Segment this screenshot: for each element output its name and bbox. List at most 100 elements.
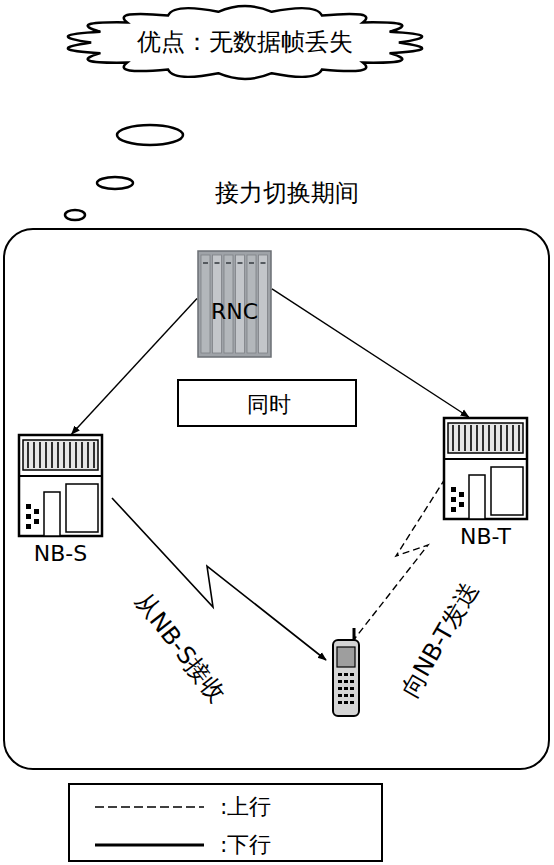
vent-slat — [51, 442, 53, 468]
process-box: 同时 — [177, 379, 357, 427]
phone-screen — [337, 647, 355, 667]
station-cabinet — [19, 435, 102, 536]
vent-slat — [57, 442, 59, 468]
legend-text: :下行 — [220, 832, 271, 858]
vent-slat — [33, 442, 35, 468]
legend-line — [95, 844, 204, 847]
rnc-equipment: RNC — [197, 250, 272, 358]
vent-slat — [87, 442, 89, 468]
phone-key — [350, 694, 354, 697]
rack-led — [203, 262, 208, 264]
handover-frame-label: 接力切换期间 — [215, 180, 359, 206]
cabinet-knob — [26, 524, 31, 529]
thought-bubble — [97, 177, 133, 189]
signal-label: 从NB-S接收 — [129, 589, 230, 708]
phone-key — [350, 687, 354, 690]
thought-cloud-label: 优点：无数据帧丢失 — [62, 3, 428, 82]
thought-cloud: 优点：无数据帧丢失 — [62, 3, 428, 82]
phone-keypad — [338, 673, 354, 704]
mobile-phone — [333, 628, 359, 716]
signal-label: 向NB-T发送 — [397, 578, 484, 702]
cabinet-knob — [451, 497, 456, 502]
phone-key — [350, 701, 354, 704]
legend-sample — [92, 797, 207, 817]
phone-key — [344, 687, 348, 690]
legend-line — [95, 806, 204, 808]
vent-slat — [500, 425, 502, 451]
vent-slat — [75, 442, 77, 468]
rack-body — [198, 251, 271, 357]
base-station-label: NB-S — [14, 542, 107, 566]
phone-key — [344, 673, 348, 676]
phone-key — [350, 680, 354, 683]
rack-panel — [201, 255, 210, 353]
cabinet-knob — [451, 507, 456, 512]
cabinet-knob — [34, 509, 39, 514]
base-station-label: NB-T — [439, 525, 532, 549]
cabinet-knob — [34, 519, 39, 524]
rack-led — [249, 262, 254, 264]
vent-slat — [39, 442, 41, 468]
vent-slat — [464, 425, 466, 451]
cabinet-knob — [451, 487, 456, 492]
vent-slat — [494, 425, 496, 451]
downlink-bolt — [112, 498, 326, 660]
phone-body — [333, 640, 359, 716]
connector-arrow — [272, 289, 469, 417]
vent-slat — [506, 425, 508, 451]
vent-slat — [45, 442, 47, 468]
handover-frame: 接力切换期间RNC同时NB-SNB-T — [3, 228, 550, 770]
thought-bubble — [117, 125, 183, 145]
station-icon — [19, 435, 102, 536]
rack-led — [226, 262, 231, 264]
rack-led — [261, 262, 266, 264]
phone-key — [344, 694, 348, 697]
rack-led — [238, 262, 243, 264]
legend-row: :上行 — [70, 794, 381, 820]
connector-arrow — [72, 299, 197, 434]
downlink-signal — [112, 498, 326, 660]
vent-slat — [452, 425, 454, 451]
cabinet-panel — [66, 484, 98, 532]
cabinet-door — [44, 492, 60, 536]
vent-slat — [63, 442, 65, 468]
station-vent — [23, 440, 98, 470]
cabinet-knob — [459, 492, 464, 497]
vent-slat — [518, 425, 520, 451]
station-cabinet — [444, 418, 527, 519]
thought-bubble — [65, 210, 85, 220]
thought-bubbles — [65, 125, 183, 220]
vent-slat — [69, 442, 71, 468]
cabinet-knob — [26, 514, 31, 519]
phone-key — [338, 701, 342, 704]
vent-slat — [488, 425, 490, 451]
cabinet-divider — [19, 475, 102, 477]
legend-row: :下行 — [70, 832, 381, 858]
cabinet-divider — [444, 458, 527, 460]
base-station: NB-S — [14, 434, 107, 569]
vent-slat — [476, 425, 478, 451]
vent-slat — [470, 425, 472, 451]
phone-key — [338, 673, 342, 676]
legend-sample — [92, 835, 207, 855]
cabinet-door — [469, 475, 485, 519]
phone-key — [344, 701, 348, 704]
vent-slat — [482, 425, 484, 451]
phone-key — [344, 680, 348, 683]
phone-key — [338, 694, 342, 697]
vent-slat — [512, 425, 514, 451]
cabinet-knob — [459, 502, 464, 507]
station-vent — [448, 423, 523, 453]
rack-led — [215, 262, 220, 264]
phone-key — [338, 680, 342, 683]
cabinet-knob — [26, 504, 31, 509]
legend-text: :上行 — [220, 794, 271, 820]
legend-box: :上行 :下行 — [68, 783, 383, 862]
cabinet-panel — [491, 467, 523, 515]
phone-key — [350, 673, 354, 676]
vent-slat — [27, 442, 29, 468]
vent-slat — [93, 442, 95, 468]
phone-key — [338, 687, 342, 690]
